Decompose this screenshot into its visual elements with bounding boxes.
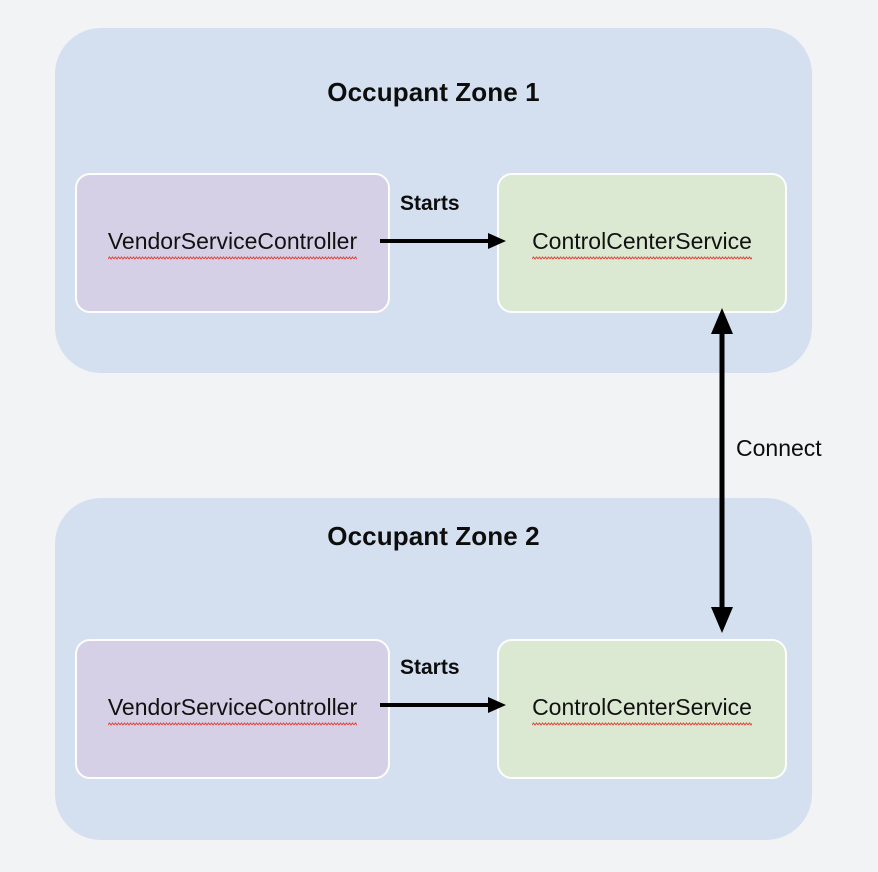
zone-title-1: Occupant Zone 1	[327, 77, 540, 107]
zone-container-1: Occupant Zone 1 VendorServiceController …	[55, 28, 812, 373]
arrow-connect-bidirectional	[711, 308, 733, 633]
zone-container-2: Occupant Zone 2 VendorServiceController …	[55, 498, 812, 840]
arrow-starts-1	[380, 233, 506, 249]
node-vendor-service-controller-1[interactable]: VendorServiceController	[75, 173, 390, 313]
node-vendor-service-controller-2[interactable]: VendorServiceController	[75, 639, 390, 779]
node-label-control-center-service-2: ControlCenterService	[532, 694, 752, 726]
node-control-center-service-1[interactable]: ControlCenterService	[497, 173, 787, 313]
node-label-vendor-service-controller-1: VendorServiceController	[107, 228, 358, 260]
arrow-starts-2	[380, 697, 506, 713]
node-control-center-service-2[interactable]: ControlCenterService	[497, 639, 787, 779]
edge-label-starts-2: Starts	[400, 656, 460, 679]
zone-title-2: Occupant Zone 2	[327, 521, 540, 551]
edge-label-starts-1: Starts	[400, 192, 460, 215]
edge-label-connect: Connect	[736, 435, 822, 461]
node-label-vendor-service-controller-2: VendorServiceController	[107, 694, 358, 726]
node-label-control-center-service-1: ControlCenterService	[532, 228, 752, 260]
